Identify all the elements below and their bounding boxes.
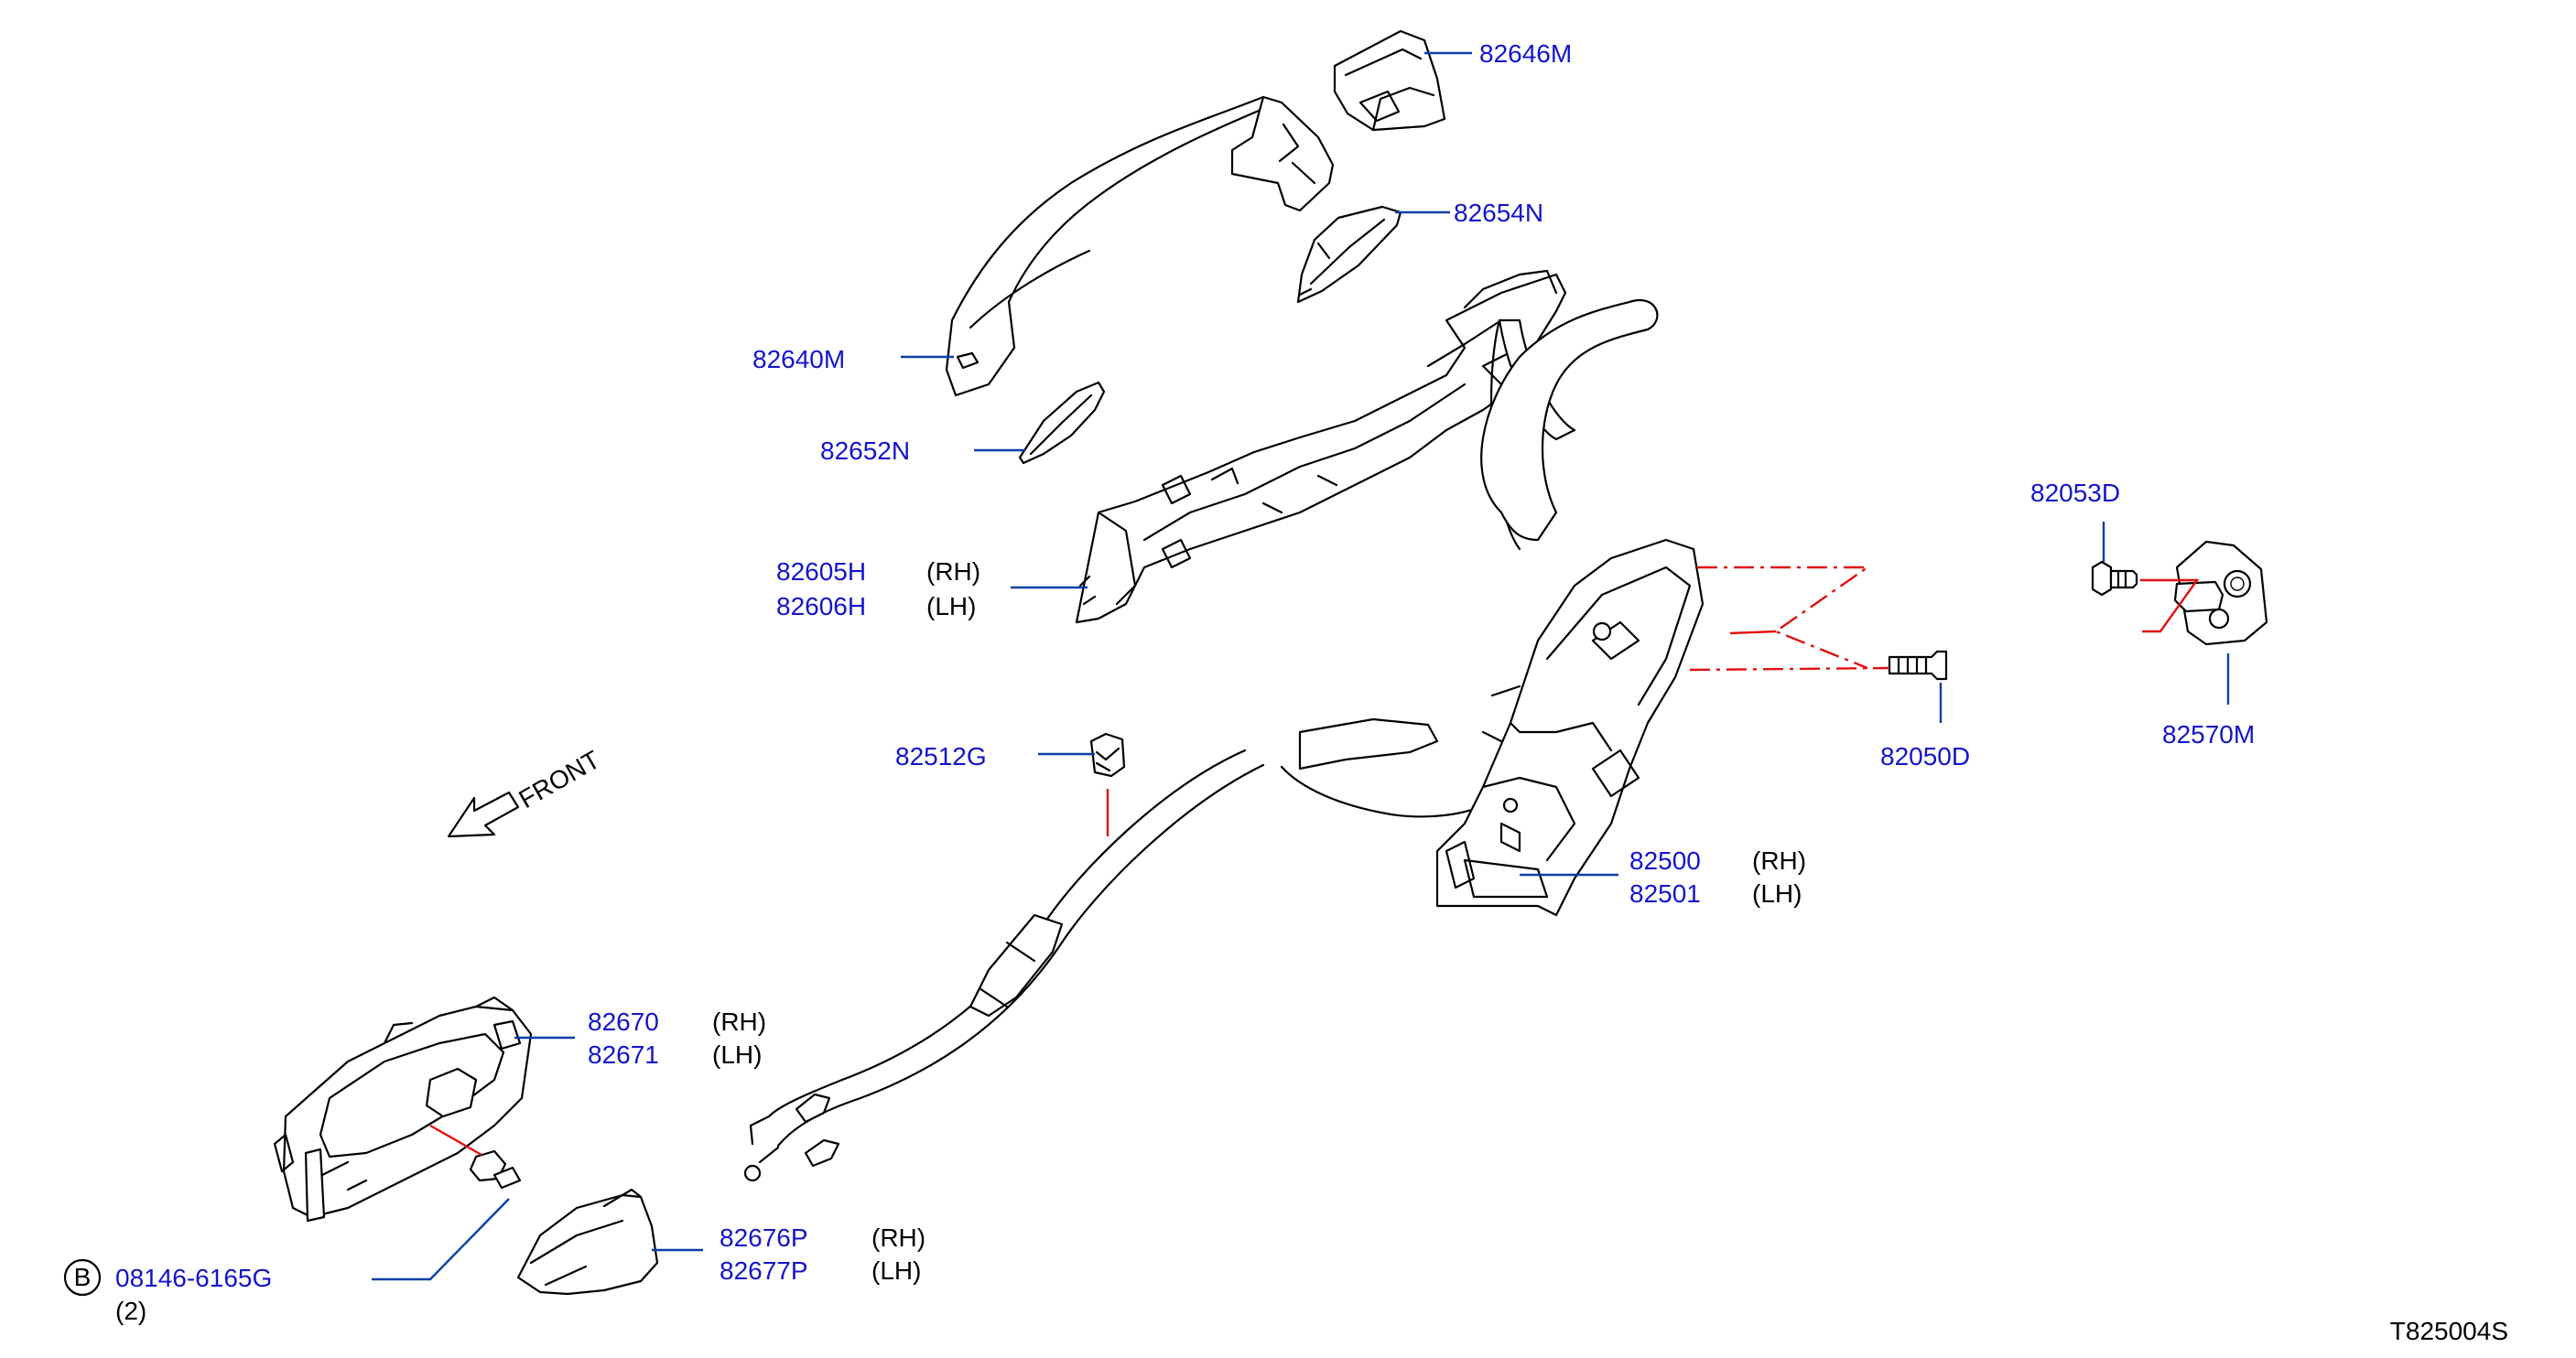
part-number: 82570M [2162, 720, 2255, 749]
part-number: 82053D [2030, 479, 2120, 507]
callout-handle-cover: 82646M [1479, 39, 1572, 68]
callout-handle-gasket-rear: 82654N [1454, 199, 1543, 227]
escutcheon-drawing [516, 1188, 659, 1296]
side-indicator: (RH) [871, 1223, 925, 1252]
side-indicator: (RH) [712, 1008, 766, 1036]
side-indicator: (LH) [871, 1256, 921, 1285]
assembly-guide-lines [429, 566, 2200, 1157]
part-number: 82500 [1629, 846, 1701, 875]
side-indicator: (LH) [926, 592, 976, 620]
sheet-code: T825004S [2390, 1317, 2508, 1345]
part-number: 82677P [720, 1256, 808, 1285]
part-number: 82050D [1880, 742, 1970, 771]
callout-clip: 82512G [895, 742, 987, 771]
part-number: 82654N [1454, 199, 1543, 227]
screw-drawing [1888, 650, 1948, 681]
front-direction-indicator: FRONT [447, 745, 605, 838]
striker-drawing [2173, 540, 2268, 646]
leader-lines [372, 51, 2230, 1281]
part-number: 82676P [720, 1223, 808, 1252]
callout-escutcheon: 82676P (RH) 82677P (LH) [720, 1223, 925, 1285]
part-number: 08146-6165G [115, 1264, 272, 1292]
handle-gasket-front-drawing [1018, 381, 1106, 465]
callout-outside-handle: 82640M [752, 345, 845, 373]
outside-handle-drawing [945, 95, 1335, 397]
callout-striker-screw: 82053D [2030, 479, 2120, 507]
part-number: 82652N [820, 436, 910, 465]
callout-striker: 82570M [2162, 720, 2255, 749]
door-lock-actuator-drawing [1435, 538, 1705, 917]
part-number: 82605H [776, 557, 866, 586]
bolt-drawing [469, 1149, 522, 1190]
rod-cables-drawing [743, 299, 1659, 1182]
bolt-symbol: B [74, 1263, 92, 1291]
clip-drawing [1089, 732, 1126, 778]
callout-handle-bracket: 82605H (RH) 82606H (LH) [776, 557, 980, 620]
handle-bracket-drawing [1075, 269, 1567, 624]
side-indicator: (LH) [1752, 879, 1802, 908]
side-indicator: (RH) [1752, 846, 1806, 875]
side-indicator: (LH) [712, 1040, 762, 1069]
part-number: 82512G [895, 742, 987, 771]
part-number: 82671 [588, 1040, 659, 1069]
part-number: 82640M [752, 345, 845, 373]
inside-handle-drawing [273, 996, 533, 1223]
part-number: 82646M [1479, 39, 1572, 68]
quantity: (2) [115, 1297, 146, 1325]
handle-gasket-rear-drawing [1296, 205, 1402, 304]
callout-screw: 82050D [1880, 742, 1970, 771]
part-number: 82670 [588, 1008, 659, 1036]
striker-screw-drawing [2091, 560, 2138, 597]
bolt-symbol-circle [63, 1258, 102, 1297]
part-number: 82501 [1629, 879, 1701, 908]
front-label: FRONT [514, 745, 605, 814]
part-number: 82606H [776, 592, 866, 620]
handle-cover-drawing [1333, 29, 1446, 132]
callout-door-lock-actuator: 82500 (RH) 82501 (LH) [1629, 846, 1806, 908]
side-indicator: (RH) [926, 557, 980, 586]
callout-handle-gasket-front: 82652N [820, 436, 910, 465]
callout-bolt: B 08146-6165G (2) [63, 1258, 272, 1325]
callout-inside-handle: 82670 (RH) 82671 (LH) [588, 1008, 766, 1069]
